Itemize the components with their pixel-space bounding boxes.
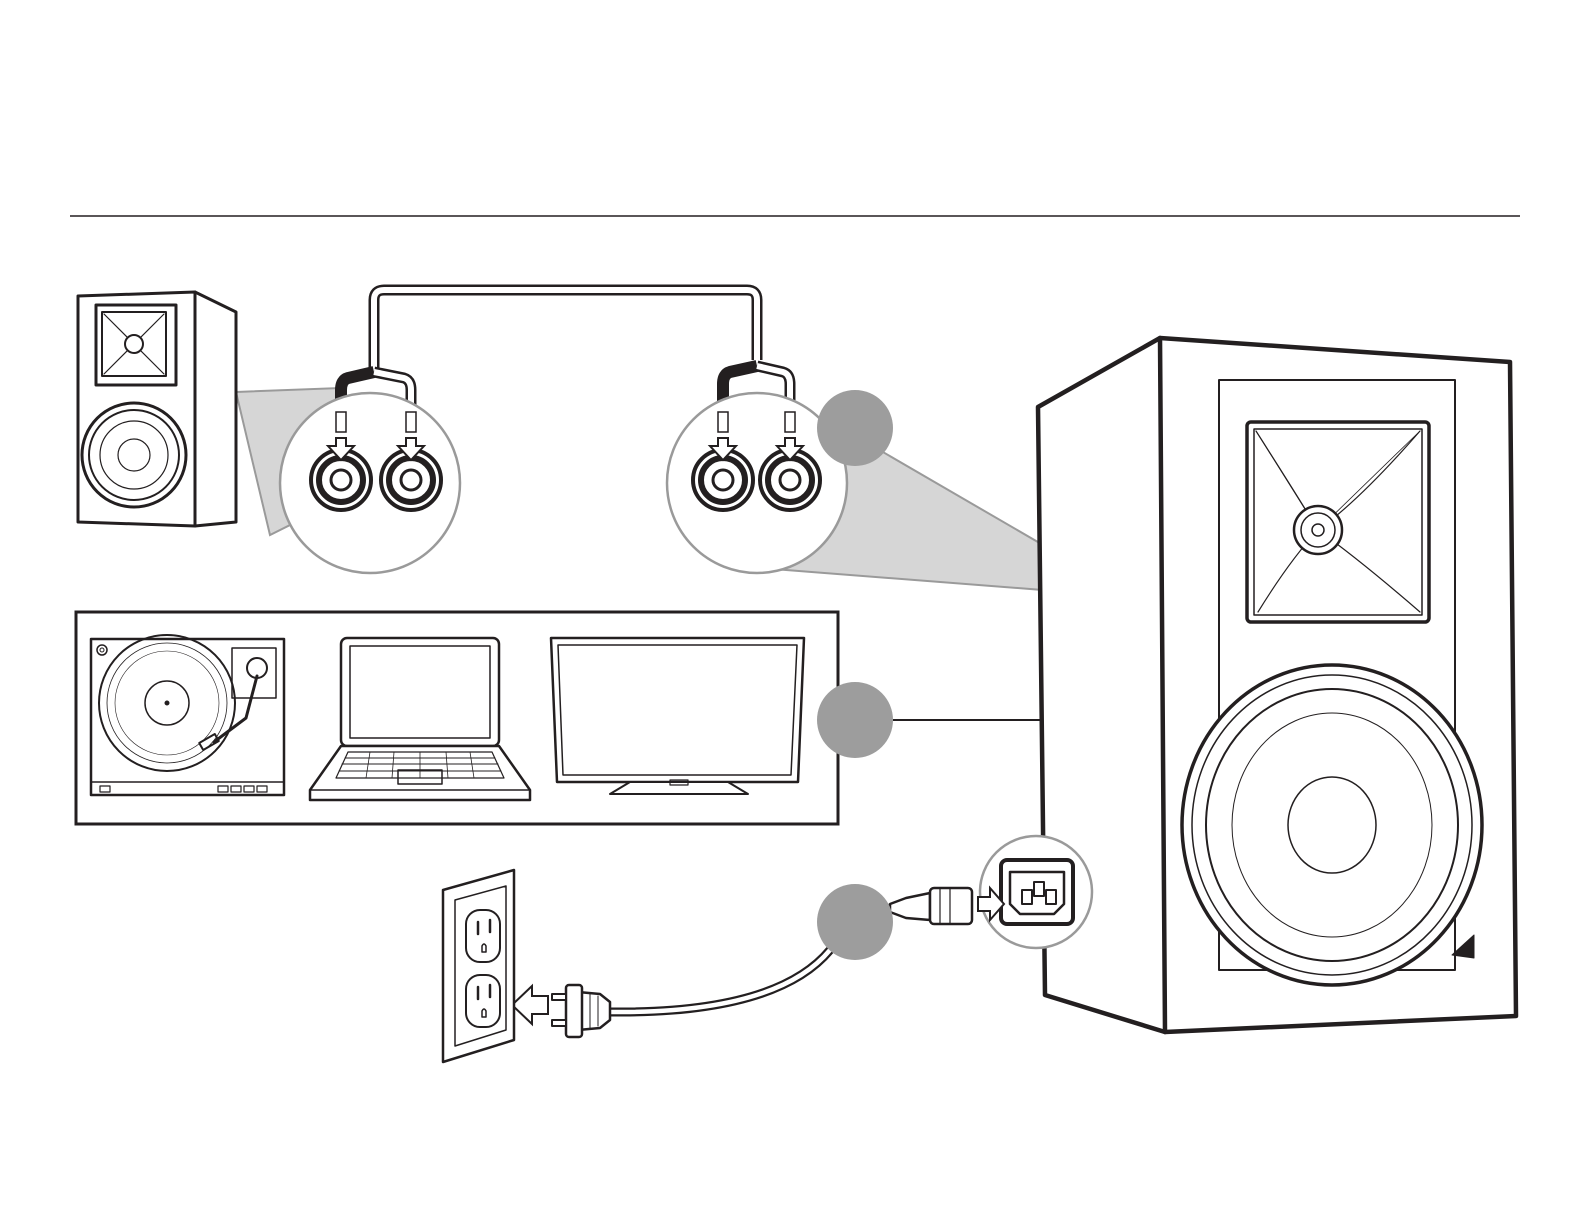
tv-icon xyxy=(551,638,804,794)
laptop-icon xyxy=(310,638,530,800)
power-plug-icon xyxy=(552,985,610,1037)
step-badge-2 xyxy=(817,682,893,758)
step-badge-3 xyxy=(817,884,893,960)
turntable-icon xyxy=(91,635,284,795)
arrow-left-icon xyxy=(512,986,548,1024)
power-inlet-zoom xyxy=(980,836,1092,948)
passive-speaker-icon xyxy=(78,292,236,526)
powered-speaker-icon xyxy=(1038,338,1516,1032)
iec-power-inlet-icon xyxy=(1001,860,1073,924)
power-plug-icon xyxy=(890,888,972,924)
binding-post-zoom-left xyxy=(280,393,460,573)
step-badge-1 xyxy=(817,390,893,466)
wall-outlet-icon xyxy=(443,870,514,1062)
